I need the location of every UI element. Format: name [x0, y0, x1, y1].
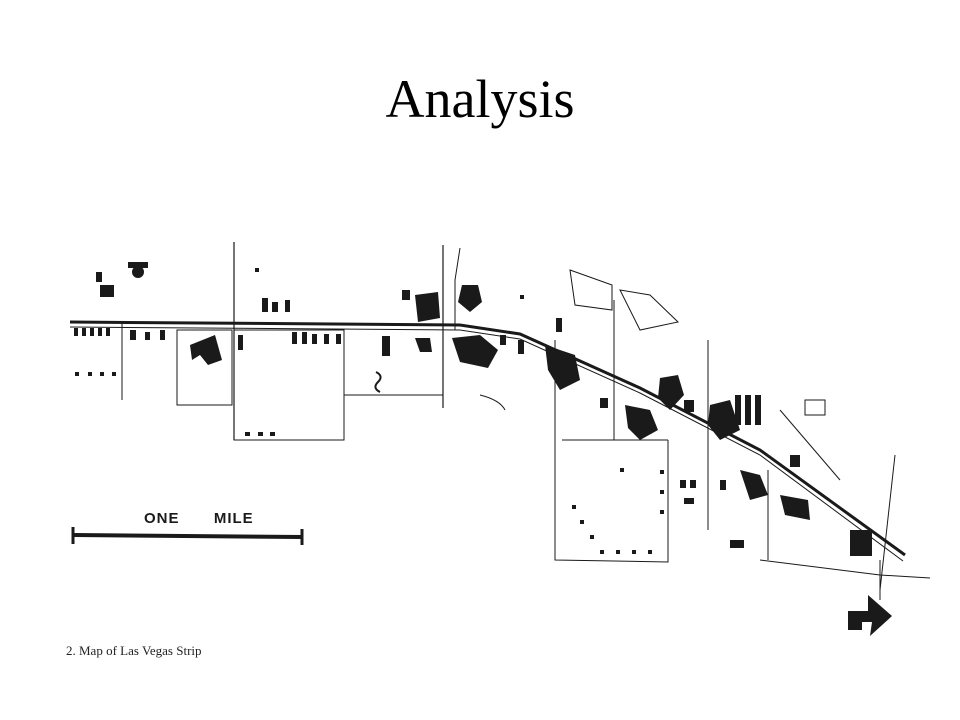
- north-arrow-icon: [848, 595, 892, 636]
- strip-road: [69, 320, 906, 557]
- scale-word-mile: MILE: [213, 510, 254, 527]
- block-outline: [569, 269, 613, 311]
- block-outline: [619, 289, 680, 331]
- block-outline: [759, 559, 931, 579]
- scale-bar: [71, 527, 304, 545]
- block-outline: [176, 329, 233, 406]
- scale-word-one: ONE: [144, 510, 180, 527]
- block-outline: [779, 409, 841, 481]
- map-caption: 2. Map of Las Vegas Strip: [66, 643, 202, 658]
- block-outline: [233, 329, 345, 441]
- cross-street: [879, 454, 896, 591]
- block-outline: [343, 335, 443, 396]
- block-outline: [554, 340, 669, 563]
- cross-street: [454, 247, 461, 330]
- slide-title: Analysis: [385, 69, 575, 129]
- building-footprints: [74, 262, 872, 556]
- scale-label: ONE MILE: [144, 510, 254, 527]
- block-outline: [804, 399, 826, 416]
- strip-road-edge: [69, 326, 904, 562]
